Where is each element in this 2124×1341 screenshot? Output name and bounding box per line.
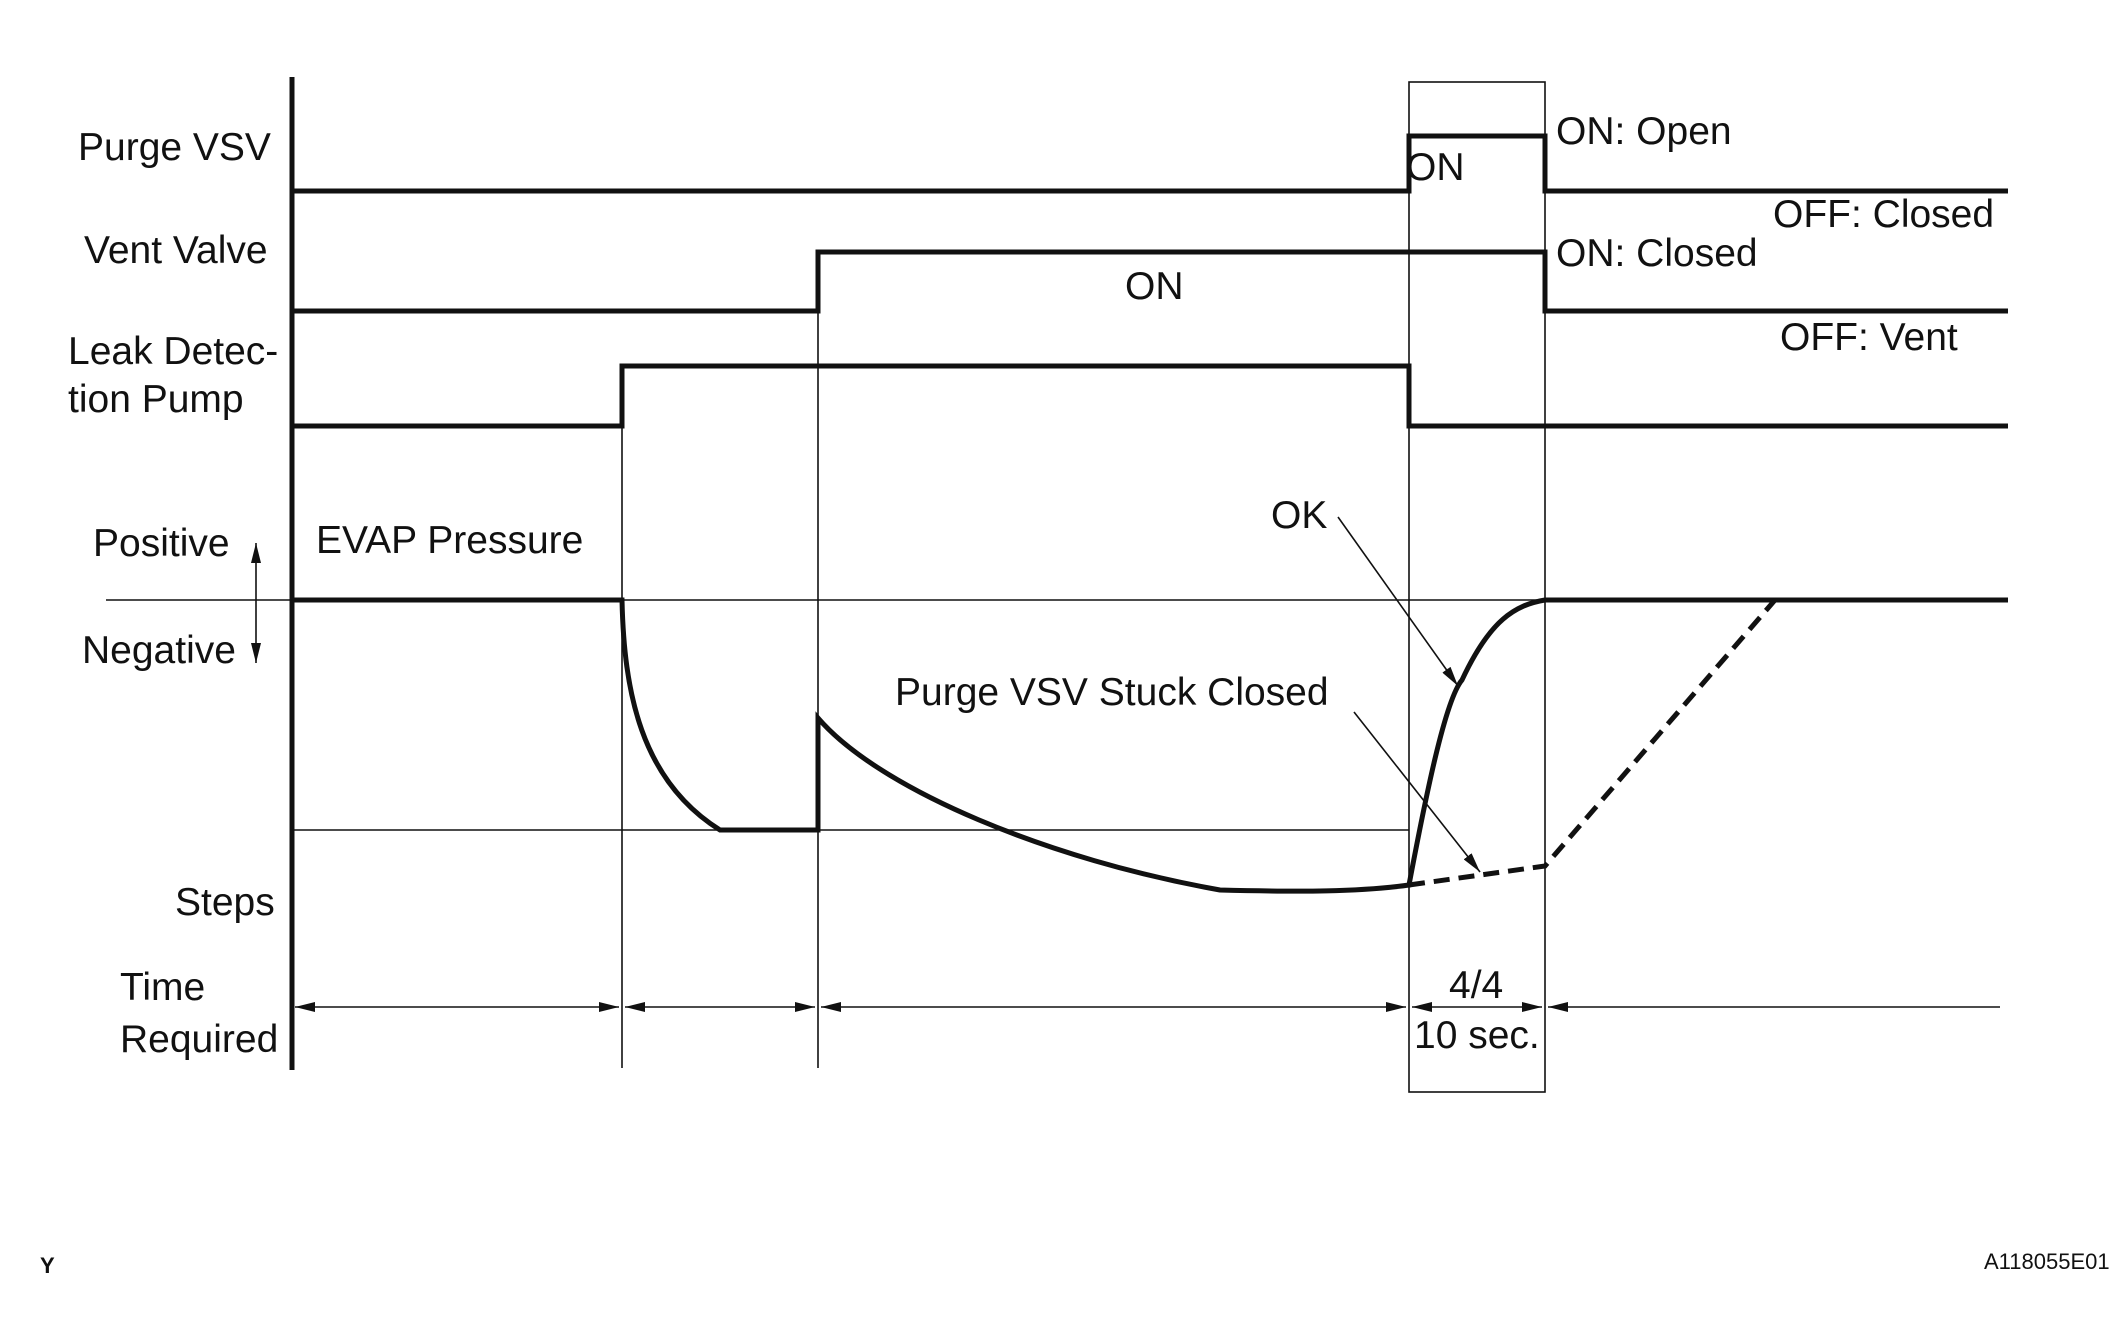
leak-pump-label-line1: Leak Detec- (68, 330, 278, 373)
figure-id: A118055E01 (1984, 1249, 2110, 1274)
stuck-closed-pointer (1353, 711, 1481, 873)
ok-label: OK (1271, 494, 1327, 537)
purge-vsv-on-text: ON (1406, 146, 1465, 189)
leak-pump-trace (292, 363, 2008, 429)
stuck-closed-trace (1408, 598, 1777, 888)
step4-box (1408, 81, 1546, 1093)
evap-pressure-title: EVAP Pressure (316, 519, 583, 562)
stuck-closed-label: Purge VSV Stuck Closed (895, 671, 1329, 714)
time-required-label-line1: Time (120, 966, 205, 1009)
step-number: 4/4 (1449, 964, 1503, 1007)
negative-label: Negative (82, 629, 236, 672)
evap-pressure-trace (292, 597, 2008, 894)
vent-valve-label: Vent Valve (84, 229, 268, 272)
purge-vsv-trace (292, 133, 2008, 194)
ok-pointer (1337, 516, 1459, 687)
step-time: 10 sec. (1414, 1014, 1540, 1057)
footer-left-code: Y (40, 1253, 55, 1278)
purge-vsv-label: Purge VSV (78, 126, 271, 169)
time-required-label-line2: Required (120, 1018, 278, 1061)
vent-valve-on-text: ON (1125, 265, 1184, 308)
vent-valve-trace (292, 249, 2008, 314)
purge-vsv-state-off: OFF: Closed (1773, 193, 1994, 236)
vent-valve-state-on: ON: Closed (1556, 232, 1758, 275)
vent-valve-state-off: OFF: Vent (1780, 316, 1958, 359)
leak-pump-label-line2: tion Pump (68, 378, 244, 421)
steps-label: Steps (175, 881, 275, 924)
positive-label: Positive (93, 522, 230, 565)
purge-vsv-state-on: ON: Open (1556, 110, 1732, 153)
